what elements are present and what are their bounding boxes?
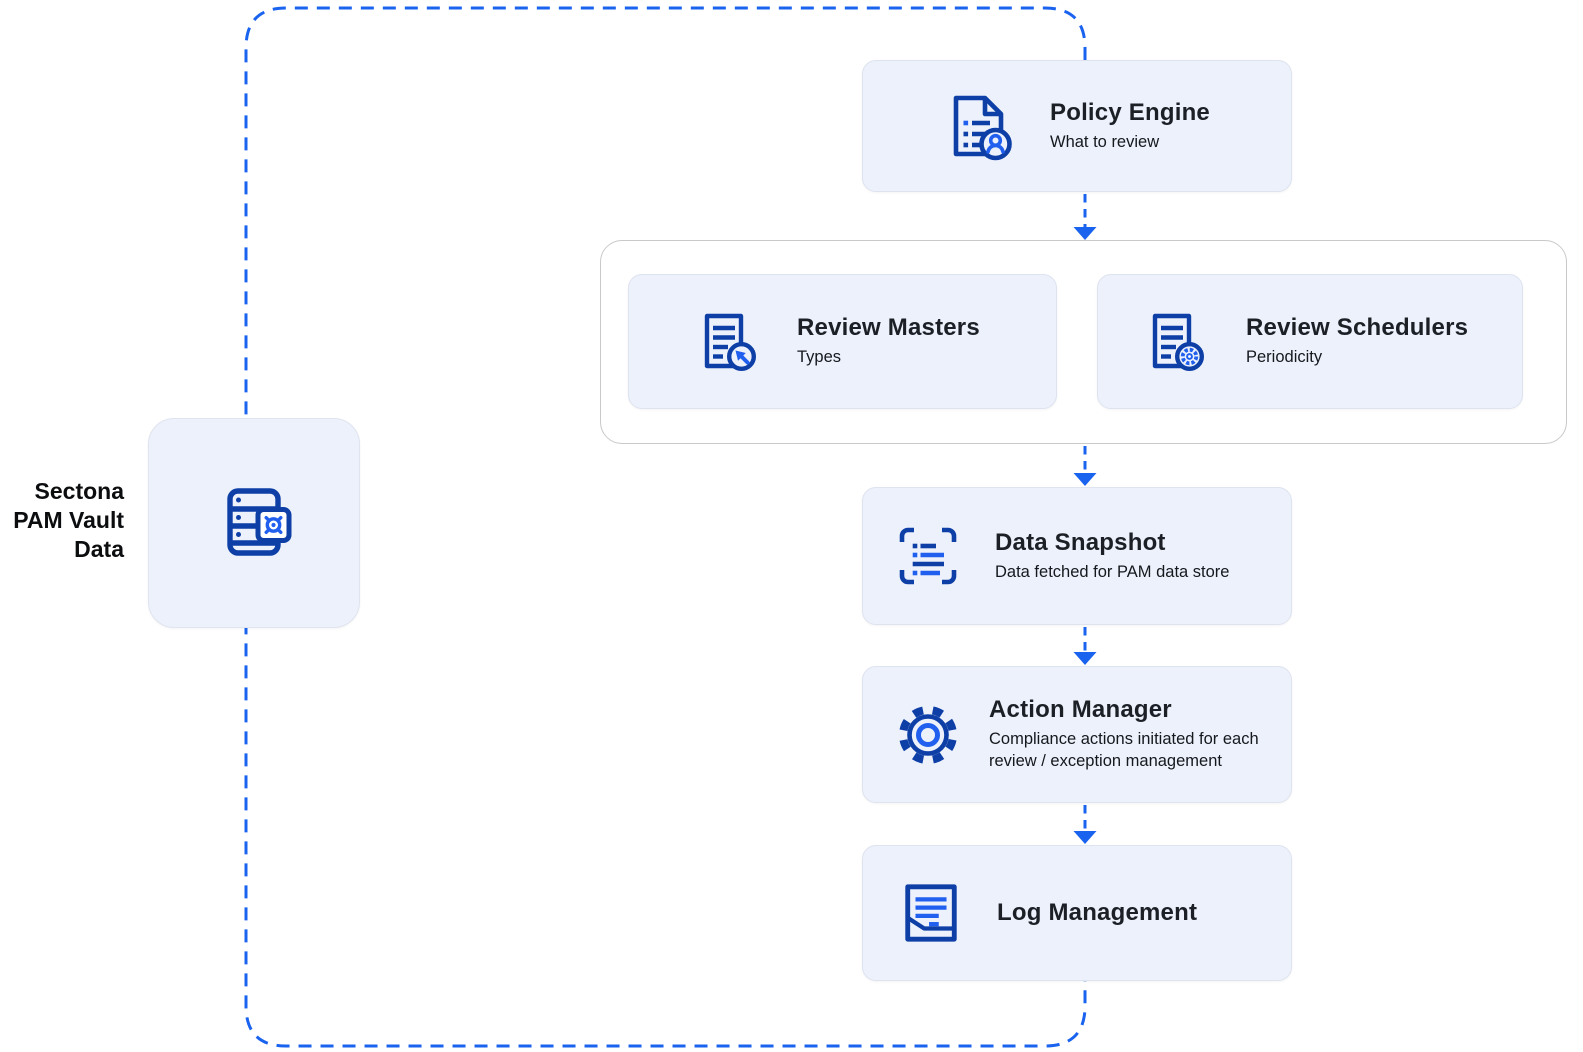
node-subtitle: What to review (1050, 132, 1160, 151)
flow-arrow (1073, 805, 1097, 844)
node-log-management: Log Management (862, 845, 1292, 981)
feedback-loop-line (244, 6, 1087, 1048)
node-title: Data Snapshot (995, 528, 1166, 556)
node-subtitle: Data fetched for PAM data store (995, 562, 1230, 581)
node-subtitle: Compliance actions initiated for each re… (989, 730, 1259, 770)
node-title: Action Manager (989, 696, 1172, 724)
document-user-icon (943, 89, 1017, 163)
scan-list-icon (895, 523, 961, 589)
node-review-schedulers: Review Schedulers Periodicity (1097, 274, 1523, 409)
document-arrow-icon (695, 309, 761, 375)
flow-arrow (1073, 194, 1097, 240)
document-gear-icon (1143, 309, 1209, 375)
source-label-line: Data (74, 536, 124, 562)
source-label-line: Sectona (34, 478, 124, 504)
node-title: Policy Engine (1050, 98, 1210, 126)
flow-arrow (1073, 446, 1097, 486)
node-policy-engine: Policy Engine What to review (862, 60, 1292, 192)
node-action-manager: Action Manager Compliance actions initia… (862, 666, 1292, 803)
gear-icon (897, 704, 959, 766)
source-label-line: PAM Vault (13, 507, 124, 533)
source-label: Sectona PAM Vault Data (0, 477, 124, 564)
node-sectona-pam-vault-data (148, 418, 360, 628)
review-group: Review Masters Types Re (600, 240, 1567, 444)
flow-arrow (1073, 627, 1097, 665)
node-data-snapshot: Data Snapshot Data fetched for PAM data … (862, 487, 1292, 625)
log-document-icon (899, 881, 963, 945)
node-title: Review Masters (797, 314, 980, 342)
vault-server-icon (209, 478, 299, 568)
node-title: Log Management (997, 899, 1198, 926)
node-subtitle: Periodicity (1246, 348, 1323, 367)
node-subtitle: Types (797, 348, 842, 367)
node-review-masters: Review Masters Types (628, 274, 1057, 409)
node-title: Review Schedulers (1246, 314, 1469, 342)
